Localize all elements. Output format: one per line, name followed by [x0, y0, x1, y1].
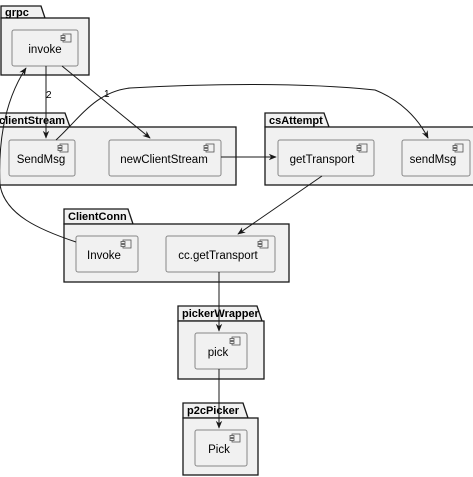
component-icon — [229, 433, 241, 443]
package-csattempt-title: csAttempt — [269, 115, 323, 127]
component-gettransport: getTransport — [277, 139, 375, 177]
component-invoke-label: invoke — [28, 44, 61, 56]
component-sendmsg-stream: SendMsg — [8, 139, 76, 177]
component-icon — [229, 336, 241, 346]
component-cc-gettransport: cc.getTransport — [165, 235, 276, 273]
component-invoke: invoke — [11, 29, 79, 67]
component-icon — [452, 143, 464, 153]
component-cc-gettransport-label: cc.getTransport — [178, 250, 258, 262]
component-icon — [203, 143, 215, 153]
component-p2c-pick-label: Pick — [208, 444, 230, 456]
component-sendmsg-stream-label: SendMsg — [17, 154, 66, 166]
component-newclientstream: newClientStream — [108, 139, 222, 177]
component-icon — [120, 239, 132, 249]
component-pick: pick — [194, 332, 248, 370]
package-clientconn-title: ClientConn — [68, 211, 127, 223]
component-cc-invoke: Invoke — [75, 235, 139, 273]
edge-invoke-to-sendmsg: 2 — [42, 66, 52, 139]
component-sendmsg-attempt: sendMsg — [401, 139, 471, 177]
component-newclientstream-label: newClientStream — [120, 154, 208, 166]
component-gettransport-label: getTransport — [290, 154, 356, 166]
package-clientstream-title: clientStream — [0, 115, 65, 127]
edge-label-2: 2 — [46, 90, 52, 101]
component-icon — [257, 239, 269, 249]
edge-cc-invoke-to-invoke — [0, 67, 77, 243]
component-pick-label: pick — [208, 347, 229, 359]
package-pickerwrapper-title: pickerWrapper — [182, 308, 260, 320]
package-p2cpicker-title: p2cPicker — [187, 405, 240, 417]
component-icon — [57, 143, 69, 153]
component-icon — [60, 33, 72, 43]
component-sendmsg-attempt-label: sendMsg — [410, 154, 457, 166]
component-p2c-pick: Pick — [194, 429, 248, 467]
edge-sendmsg-to-attempt-sendmsg — [55, 84, 429, 141]
package-grpc-title: grpc — [5, 7, 29, 19]
component-cc-invoke-label: Invoke — [87, 250, 121, 262]
edge-gettransport-to-cc-gettransport — [237, 175, 323, 235]
component-icon — [356, 143, 368, 153]
